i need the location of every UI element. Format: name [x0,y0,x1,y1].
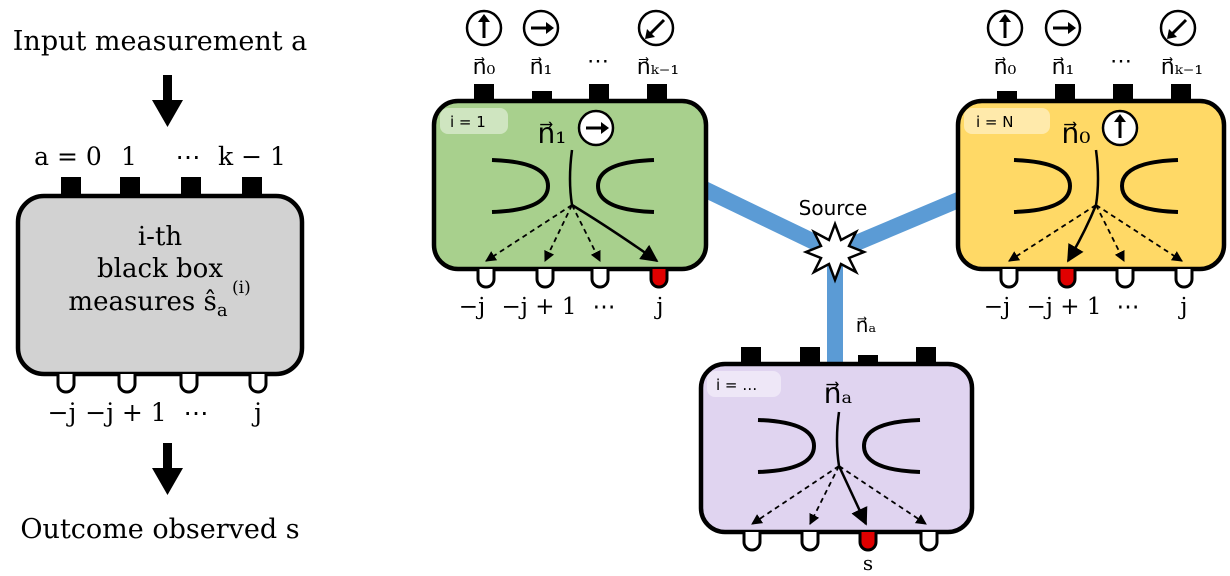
green-top-label-1: n⃗₁ [530,55,553,80]
dial-green-1 [522,9,560,47]
green-magnet-left [491,158,551,214]
yellow-out-port-2 [1115,269,1135,289]
green-trajectory-0 [485,204,573,262]
input-measurement-label: Input measurement a [13,26,307,57]
green-out-port-3-selected [649,269,669,289]
black-box [15,193,305,377]
green-bottom-label-1: −j + 1 [502,294,577,320]
yellow-box-body [955,98,1227,272]
dial-yellow-3 [1159,9,1197,47]
green-beam-path [568,149,574,206]
box-line-2: black box [97,254,223,284]
yellow-setting-label: n⃗₀ [1062,117,1091,150]
yellow-bottom-label-1: −j + 1 [1027,294,1102,320]
yellow-beam-path [1094,149,1100,206]
input-port-3 [242,177,262,199]
yellow-index-label: i = N [976,113,1014,131]
green-bottom-label-2: ⋯ [593,294,616,320]
purple-index-label: i = … [716,376,757,394]
output-port-0 [56,374,76,394]
green-setting-label: n⃗₁ [538,117,567,150]
purple-out-port-3 [919,532,939,552]
source-label: Source [799,196,868,220]
output-port-1 [117,374,137,394]
green-out-port-1 [535,269,555,289]
dial-yellow-1 [1044,9,1082,47]
arrow-down-left-icon [648,18,666,36]
green-top-label-0: n⃗₀ [473,55,496,80]
input-tick-0: a = 0 [34,142,102,171]
green-magnet-right [595,158,655,214]
green-trajectory-2 [571,204,601,262]
outcome-tick-0: −j [48,398,77,427]
input-tick-1: 1 [121,142,137,171]
yellow-out-port-3 [1174,269,1194,289]
green-setting-dial [577,109,615,147]
output-down-arrow-icon [152,443,183,495]
yellow-top-label-2: ⋯ [1110,49,1132,74]
yellow-setting-dial [1101,109,1139,147]
yellow-trajectory-2 [1095,204,1125,262]
green-index-label: i = 1 [450,113,486,131]
outcome-observed-label: Outcome observed s [20,514,299,545]
arrow-down-left-icon [1170,18,1188,36]
green-bottom-label-0: −j [459,294,485,320]
purple-magnet-right [861,418,921,474]
green-top-label-3: n⃗ₖ₋₁ [637,55,679,80]
yellow-top-label-3: n⃗ₖ₋₁ [1161,55,1203,80]
box-yellow: n⃗₀ n⃗₁ ⋯ n⃗ₖ₋₁ i = N n⃗₀ −j −j + 1 ⋯ j [955,9,1227,320]
dial-green-0 [465,9,503,47]
yellow-trajectory-selected [1066,204,1098,263]
purple-out-port-0 [742,532,762,552]
green-top-label-2: ⋯ [587,49,609,74]
purple-out-port-2-selected [858,532,878,552]
input-down-arrow-icon [152,75,183,127]
box-purple: n⃗ₐ i = … n⃗ₐ s [698,313,975,575]
source-burst-icon [802,220,868,284]
box-line-1: i-th [138,222,183,252]
yellow-bottom-label-2: ⋯ [1117,294,1140,320]
input-tick-2: ⋯ [176,142,201,171]
outcome-tick-3: j [251,398,262,427]
yellow-magnet-left [1013,158,1073,214]
yellow-top-label-1: n⃗₁ [1052,55,1075,80]
purple-trajectory-selected [837,465,868,526]
outcome-tick-2: ⋯ [184,398,209,427]
purple-beam-path [835,411,841,467]
yellow-bottom-label-0: −j [984,294,1010,320]
input-port-2 [181,177,201,199]
green-out-port-0 [476,269,496,289]
yellow-out-port-1-selected [1057,269,1077,289]
yellow-trajectory-3 [1095,204,1183,262]
dial-green-3 [637,9,675,47]
purple-top-label: n⃗ₐ [856,313,877,337]
input-port-0 [61,177,81,199]
output-port-2 [179,374,199,394]
yellow-magnet-right [1119,158,1179,214]
green-trajectory-selected [571,203,659,263]
output-port-3 [248,374,268,394]
green-out-port-2 [590,269,610,289]
yellow-out-port-0 [999,269,1019,289]
input-port-1 [120,177,140,199]
beam-to-green [696,179,839,260]
input-tick-3: k − 1 [218,142,286,171]
yellow-bottom-label-3: j [1177,294,1187,320]
purple-bottom-label: s [863,551,873,575]
beam-to-yellow [831,190,967,260]
purple-magnet-left [757,418,817,474]
green-bottom-label-3: j [653,294,663,320]
yellow-top-label-0: n⃗₀ [994,55,1017,80]
left-panel: Input measurement a a = 0 1 ⋯ k − 1 i-th… [13,26,307,545]
purple-out-port-1 [800,532,820,552]
box-line-3: measures ŝa [68,287,227,321]
outcome-tick-1: −j + 1 [85,398,166,427]
dial-yellow-0 [986,9,1024,47]
purple-setting-label: n⃗ₐ [824,377,853,410]
purple-trajectory-1 [809,465,840,525]
box-green: n⃗₀ n⃗₁ ⋯ n⃗ₖ₋₁ i = 1 n⃗₁ −j −j + 1 ⋯ j [431,9,709,320]
box-line-3-superscript: (i) [232,278,251,298]
green-trajectory-1 [544,204,573,262]
